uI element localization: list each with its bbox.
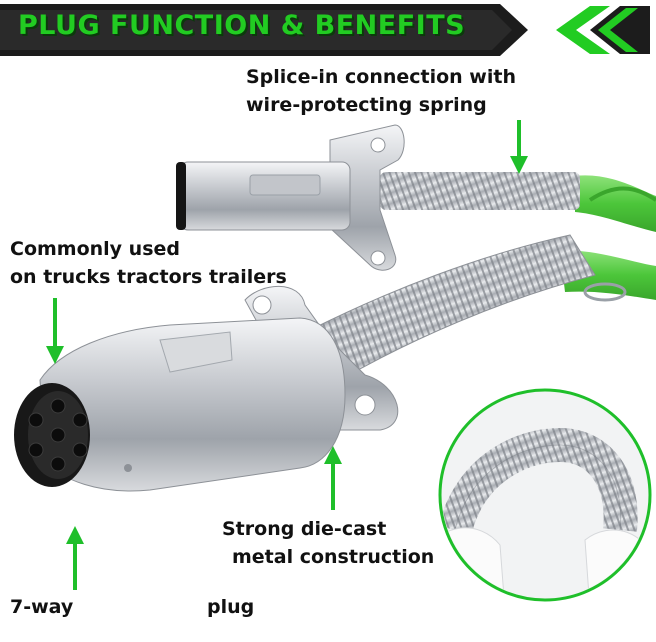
keyring <box>583 282 627 302</box>
banner-background <box>0 0 656 60</box>
splice-callout-line1: Splice-in connection with <box>246 66 516 88</box>
common-use-callout-line2: on trucks tractors trailers <box>10 266 287 288</box>
double-chevron-icon <box>556 6 650 54</box>
callout-arrows <box>46 120 528 590</box>
diecast-callout-line2: metal construction <box>232 546 435 568</box>
lower-plug <box>14 234 656 492</box>
banner-title: PLUG FUNCTION & BENEFITS <box>18 10 466 41</box>
diecast-callout-line1: Strong die-cast <box>222 518 387 540</box>
upper-plug <box>176 124 656 271</box>
seven-way-label: 7-way <box>10 596 74 618</box>
seven-way-pin-holes <box>28 398 88 472</box>
splice-callout-line2: wire-protecting spring <box>246 94 487 116</box>
spring-flex-inset <box>438 388 652 602</box>
common-use-callout-line1: Commonly used <box>10 238 181 260</box>
plug-label: plug <box>207 596 255 618</box>
